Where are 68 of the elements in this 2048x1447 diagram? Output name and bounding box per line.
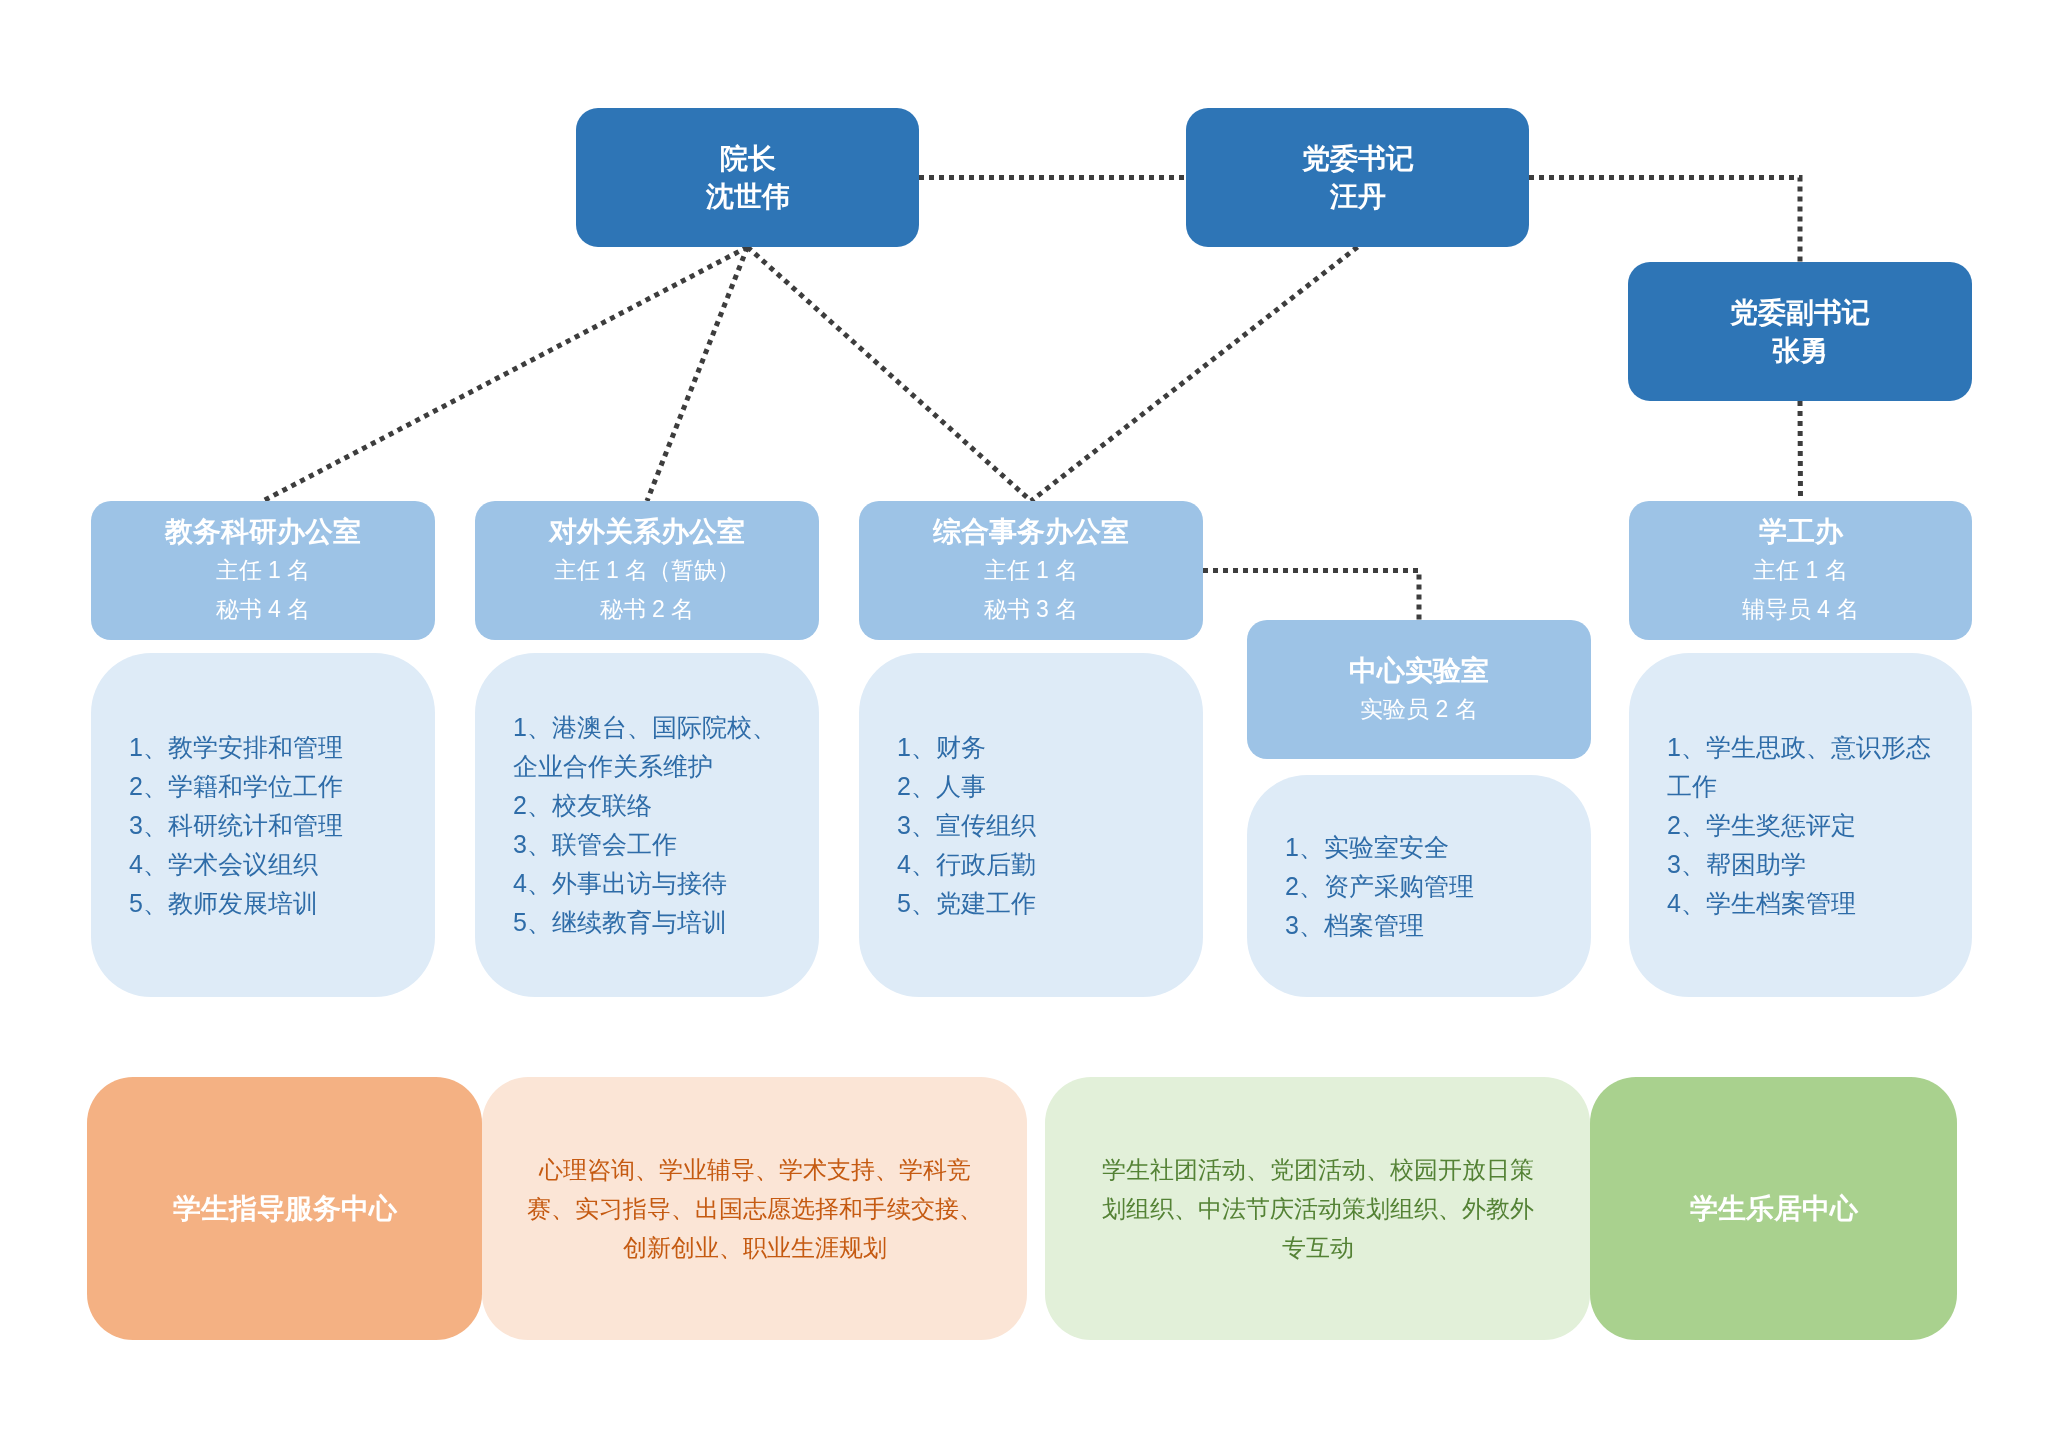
duty-item: 3、宣传组织 xyxy=(897,809,1036,841)
office-name: 综合事务办公室 xyxy=(933,515,1129,549)
duty-item: 1、实验室安全 xyxy=(1285,831,1449,863)
person-name: 汪丹 xyxy=(1329,179,1386,214)
leader-box xyxy=(1186,108,1529,247)
staff-count: 实验员 2 名 xyxy=(1360,694,1478,724)
connector-line xyxy=(1203,568,1422,620)
duty-item: 5、继续教育与培训 xyxy=(513,907,727,938)
connector-line xyxy=(919,175,1186,180)
office-box xyxy=(1629,501,1972,640)
duty-item: 3、联管会工作 xyxy=(513,829,677,860)
duty-item: 3、档案管理 xyxy=(1285,909,1424,941)
duty-item: 1、教学安排和管理 xyxy=(129,731,343,763)
duty-item: 2、资产采购管理 xyxy=(1285,870,1474,902)
center-box xyxy=(1590,1077,1957,1340)
leader-box xyxy=(576,108,919,247)
duty-item: 5、党建工作 xyxy=(897,887,1036,919)
duty-item: 3、帮困助学 xyxy=(1667,848,1806,880)
staff-count: 秘书 2 名 xyxy=(599,595,695,624)
connector-line xyxy=(1529,175,1803,262)
duty-item: 4、学生档案管理 xyxy=(1667,887,1856,919)
staff-count: 主任 1 名 xyxy=(215,556,311,585)
staff-count: 主任 1 名 xyxy=(1753,556,1848,585)
staff-count: 秘书 4 名 xyxy=(215,595,311,624)
center-name: 学生指导服务中心 xyxy=(172,1192,397,1226)
office-name: 对外关系办公室 xyxy=(549,515,745,549)
staff-count: 主任 1 名（暂缺） xyxy=(553,556,741,585)
service-text: 心理咨询、学业辅导、学术支持、学科竞赛、实习指导、出国志愿选择和手续交接、创新创业、职业生涯规划 xyxy=(525,1155,984,1263)
office-box xyxy=(91,501,435,640)
connector-line xyxy=(1029,245,1360,503)
duty-item: 2、校友联络 xyxy=(513,790,652,821)
duty-item: 5、教师发展培训 xyxy=(129,887,318,919)
office-box xyxy=(1247,620,1591,759)
duty-item: 4、外事出访与接待 xyxy=(513,868,727,899)
duty-item: 4、学术会议组织 xyxy=(129,848,318,880)
duty-item: 1、港澳台、国际院校、企业合作关系维护 xyxy=(513,712,778,782)
center-name: 学生乐居中心 xyxy=(1689,1192,1858,1226)
duty-item: 4、行政后勤 xyxy=(897,848,1036,880)
person-name: 张勇 xyxy=(1772,333,1828,368)
duty-panel xyxy=(1629,653,1972,997)
duty-item: 2、学籍和学位工作 xyxy=(129,770,343,802)
person-name: 沈世伟 xyxy=(705,179,790,214)
job-title: 党委副书记 xyxy=(1730,295,1870,330)
service-panel xyxy=(1045,1077,1590,1340)
staff-count: 主任 1 名 xyxy=(983,556,1079,585)
office-name: 教务科研办公室 xyxy=(165,515,361,549)
duty-item: 2、人事 xyxy=(897,770,986,802)
duty-panel xyxy=(1247,775,1591,997)
duty-item: 2、学生奖惩评定 xyxy=(1667,809,1856,841)
office-box xyxy=(859,501,1203,640)
duty-item: 1、财务 xyxy=(897,731,986,763)
job-title: 院长 xyxy=(719,141,776,176)
duty-panel xyxy=(91,653,435,997)
staff-count: 秘书 3 名 xyxy=(983,595,1079,624)
job-title: 党委书记 xyxy=(1301,141,1414,176)
service-panel xyxy=(482,1077,1027,1340)
duty-panel xyxy=(475,653,819,997)
staff-count: 辅导员 4 名 xyxy=(1741,595,1860,624)
duty-item: 3、科研统计和管理 xyxy=(129,809,343,841)
connector-line xyxy=(644,246,750,502)
office-name: 学工办 xyxy=(1758,515,1843,549)
office-box xyxy=(475,501,819,640)
leader-box xyxy=(1628,262,1972,401)
office-name: 中心实验室 xyxy=(1349,653,1489,688)
service-text: 学生社团活动、党团活动、校园开放日策划组织、中法节庆活动策划组织、外教外专互动 xyxy=(1100,1155,1535,1263)
duty-item: 1、学生思政、意识形态工作 xyxy=(1667,731,1932,802)
center-box xyxy=(87,1077,482,1340)
duty-panel xyxy=(859,653,1203,997)
